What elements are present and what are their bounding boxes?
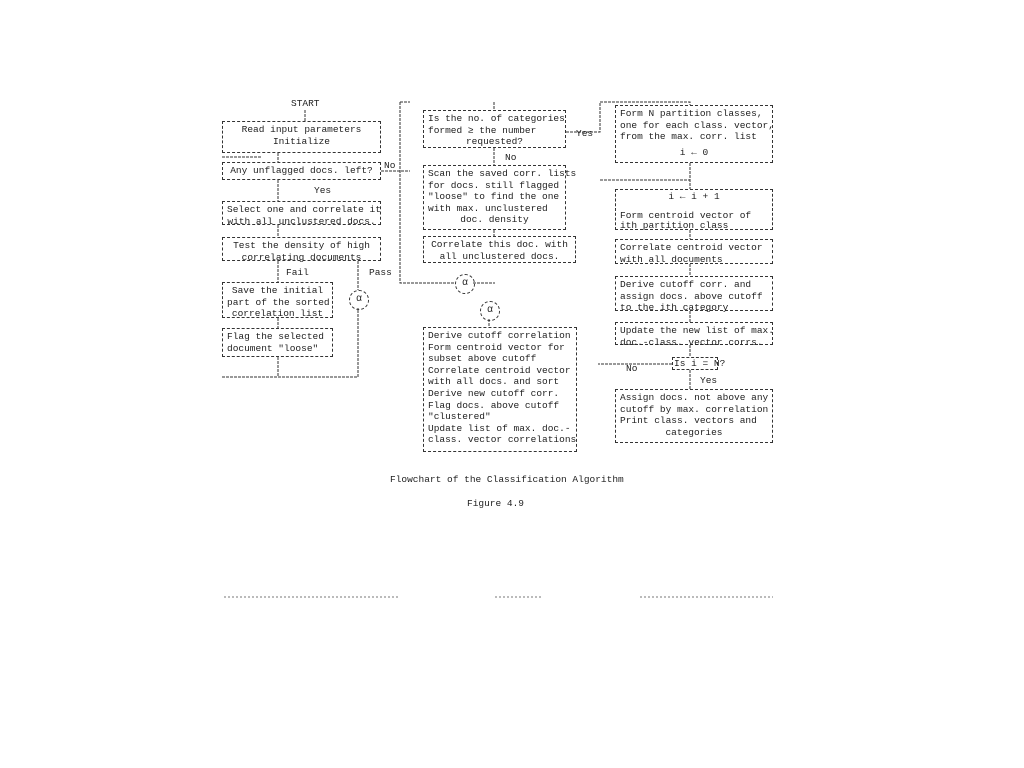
yes-label: Yes [576,128,594,139]
update-list-box: Update the new list of max.doc.-class. v… [615,322,774,348]
yes-label: Yes [314,185,332,196]
figure-caption: Flowchart of the Classification Algorith… [390,474,624,485]
no-label: No [505,152,517,163]
start-label: START [291,98,320,109]
fail-label: Fail [286,267,309,278]
any-unflagged-decision: Any unflagged docs. left? [222,162,381,180]
is-i-n-decision: Is i = N? [672,357,726,370]
no-label: No [626,363,638,374]
yes-label: Yes [700,375,718,386]
form-partition-box: Form N partition classes,one for each cl… [615,105,774,163]
connector-alpha: α [480,301,500,321]
figure-number: Figure 4.9 [467,498,525,509]
connector-alpha: α [455,274,475,294]
no-label: No [384,160,396,171]
connector-alpha: α [349,290,369,310]
pass-label: Pass [369,267,392,278]
